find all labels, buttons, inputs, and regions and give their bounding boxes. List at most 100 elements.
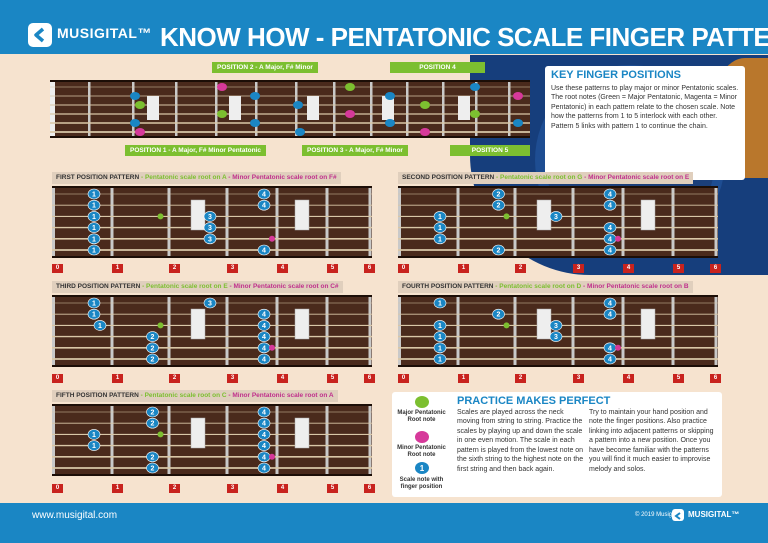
root-note-marker — [269, 344, 275, 351]
scale-note-dot — [492, 188, 505, 200]
scale-note-dot — [146, 417, 159, 429]
scale-note-dot — [549, 320, 563, 331]
fret-wire — [671, 188, 675, 256]
root-note-marker — [503, 322, 510, 329]
fret-inlay — [458, 96, 470, 120]
fret-wire — [370, 82, 373, 136]
scale-note-dot — [257, 353, 271, 365]
overview-note-dot — [513, 119, 523, 127]
fret-number: 0 — [52, 264, 63, 273]
root-note-marker — [157, 431, 164, 438]
scale-note-dot — [93, 320, 107, 331]
pattern-3-title: THIRD POSITION PATTERN - Pentatonic scal… — [52, 281, 343, 293]
finger-number: 3 — [208, 214, 212, 221]
scale-note-dot — [257, 462, 271, 474]
finger-number: 4 — [262, 203, 266, 210]
fret-number: 1 — [112, 264, 123, 273]
finger-number: 4 — [608, 192, 612, 199]
footer-url-link[interactable]: www.musigital.com — [32, 510, 118, 521]
fret-inlay — [640, 308, 656, 340]
pattern-1-title: FIRST POSITION PATTERN - Pentatonic scal… — [52, 172, 341, 184]
fret-number: 5 — [673, 374, 684, 383]
scale-note-dot — [257, 417, 271, 429]
fret-inlay — [640, 199, 656, 231]
overview-note-dot — [135, 101, 145, 109]
fret-wire — [398, 188, 401, 256]
svg-text:1: 1 — [420, 464, 425, 473]
finger-number: 2 — [497, 203, 501, 210]
fret-wire — [132, 82, 135, 136]
finger-number: 1 — [438, 214, 442, 221]
fret-wire — [325, 297, 329, 365]
root-note-marker — [615, 235, 621, 242]
scale-note-dot — [146, 331, 159, 342]
overview-note-dot — [250, 92, 260, 100]
fret-wire — [110, 406, 114, 474]
scale-note-dot — [87, 244, 101, 256]
scale-note-dot — [87, 222, 101, 233]
fret-wire — [442, 82, 445, 136]
scale-note-dot — [549, 211, 563, 222]
overview-note-dot — [295, 128, 305, 136]
fret-number: 0 — [52, 484, 63, 493]
fret-number: 2 — [515, 264, 526, 273]
fret-inlay — [190, 417, 206, 449]
fret-wire — [52, 297, 55, 365]
scale-note-dot — [203, 222, 217, 233]
root-note-marker — [503, 213, 510, 220]
scale-note-dot — [492, 244, 505, 256]
fret-wire — [167, 188, 171, 256]
finger-number: 3 — [554, 214, 558, 221]
fret-wire — [714, 297, 718, 365]
finger-number: 3 — [554, 323, 558, 330]
fret-wire — [50, 82, 55, 136]
fret-number: 4 — [277, 484, 288, 493]
legend-icons: 1 — [415, 396, 429, 474]
fret-wire — [275, 406, 279, 474]
fret-number: 2 — [169, 374, 180, 383]
scale-note-dot — [433, 233, 447, 245]
fret-number: 3 — [227, 374, 238, 383]
fret-wire — [406, 82, 409, 136]
finger-number: 3 — [208, 236, 212, 243]
scale-note-dot — [87, 211, 101, 222]
fret-wire — [513, 297, 517, 365]
finger-number: 4 — [262, 432, 266, 439]
minor-root-icon — [415, 431, 429, 443]
scale-note-dot — [492, 308, 505, 320]
root-note-marker — [157, 213, 164, 220]
overview-note-dot — [135, 128, 145, 136]
finger-number: 1 — [438, 323, 442, 330]
finger-number: 1 — [92, 301, 96, 308]
fret-number: 3 — [227, 264, 238, 273]
finger-number: 2 — [151, 357, 155, 364]
fret-inlay — [294, 308, 310, 340]
finger-number: 4 — [608, 203, 612, 210]
fret-number: 5 — [327, 264, 338, 273]
scale-note-dot — [146, 342, 159, 354]
fret-number: 2 — [515, 374, 526, 383]
finger-number: 4 — [262, 312, 266, 319]
finger-number: 1 — [92, 203, 96, 210]
scale-note-dot — [257, 331, 271, 342]
practice-text-2: Try to maintain your hand position and n… — [589, 409, 714, 473]
finger-number: 4 — [608, 345, 612, 352]
overview-note-dot — [345, 83, 355, 91]
overview-note-dot — [217, 83, 227, 91]
practice-box: 1 Major Pentatonic Root note Minor Penta… — [392, 392, 722, 497]
fret-wire — [508, 82, 511, 136]
fret-number: 3 — [573, 374, 584, 383]
key-finger-positions-title: KEY FINGER POSITIONS — [551, 69, 681, 81]
overview-label-position-2: POSITION 2 - A Major, F# Minor — [212, 62, 318, 73]
fret-number: 6 — [364, 484, 375, 493]
footer-logo-icon — [672, 509, 684, 521]
footer-brand: MUSIGITAL™ — [688, 510, 740, 519]
scale-note-dot — [549, 331, 563, 342]
fret-number: 4 — [623, 374, 634, 383]
fret-wire — [456, 188, 460, 256]
fret-wire — [571, 297, 575, 365]
